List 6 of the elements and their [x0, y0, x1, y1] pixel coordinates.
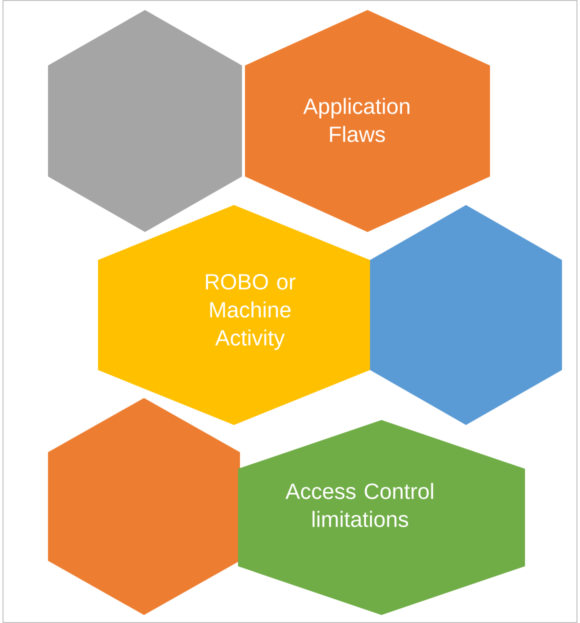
hexagon: Application Flaws [245, 10, 490, 232]
hexagon: Access Control limitations [238, 420, 525, 615]
hexagon [48, 398, 240, 615]
hexagon [48, 10, 242, 232]
hexagon [370, 205, 562, 425]
hexagon: ROBO or Machine Activity [98, 205, 370, 425]
